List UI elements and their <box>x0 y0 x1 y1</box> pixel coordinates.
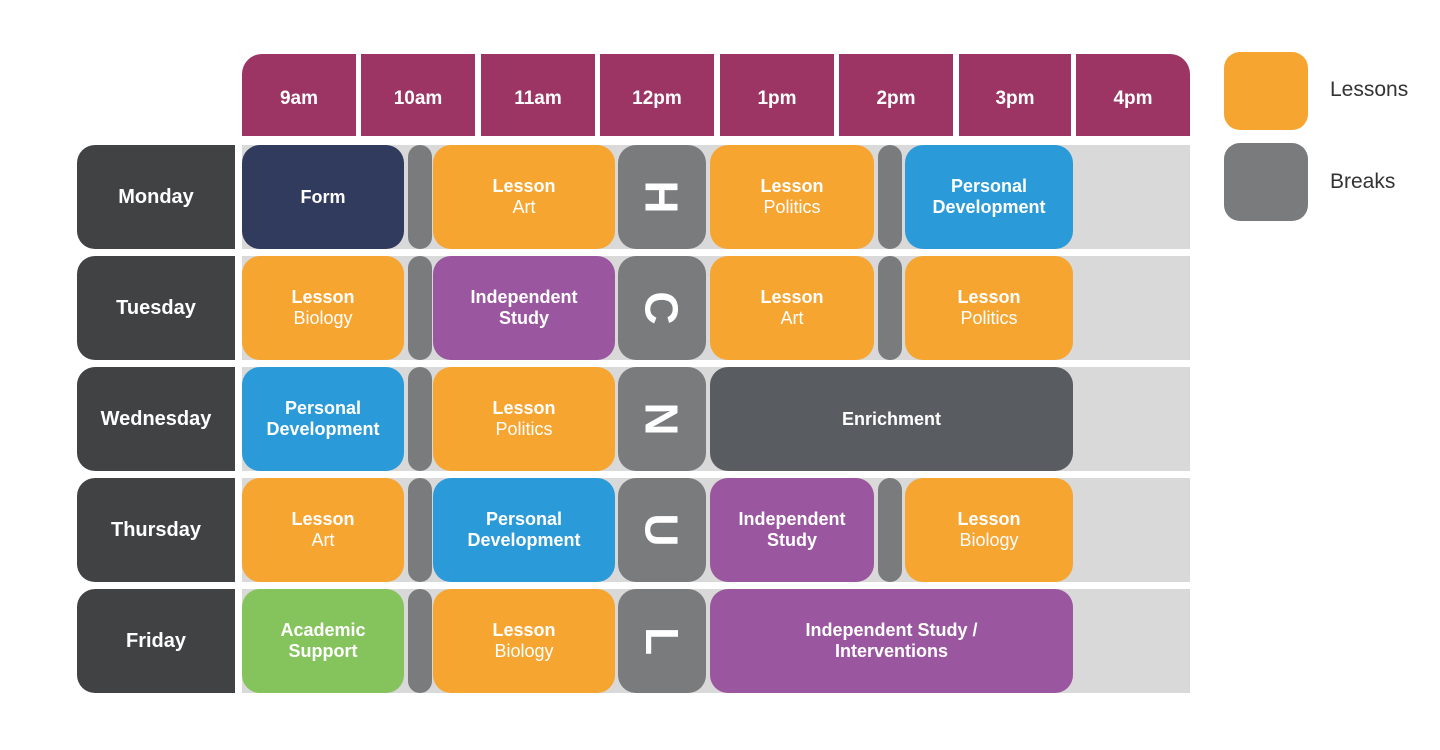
block-subtitle: Politics <box>495 419 553 439</box>
lunch-block: L <box>618 589 706 693</box>
lunch-letter: L <box>635 626 688 656</box>
block-title: Lesson <box>291 509 355 529</box>
block-subtitle: Study <box>498 308 549 328</box>
time-label: 3pm <box>995 88 1035 109</box>
block-subtitle: Politics <box>960 308 1018 328</box>
legend-swatch-breaks <box>1224 143 1308 221</box>
block-subtitle: Art <box>512 197 536 217</box>
time-label: 2pm <box>876 88 916 109</box>
block-title: Lesson <box>492 176 556 196</box>
block-subtitle: Development <box>266 419 380 439</box>
time-label: 1pm <box>757 88 797 109</box>
day-label-wednesday: Wednesday <box>77 367 235 471</box>
block-title: Personal <box>950 176 1028 196</box>
time-label: 4pm <box>1113 88 1153 109</box>
lunch-block: U <box>618 478 706 582</box>
time-header-5: 2pm <box>839 54 953 136</box>
time-header-3: 12pm <box>600 54 714 136</box>
block-title: Personal <box>284 398 362 418</box>
break-bar <box>408 256 432 360</box>
block-subtitle: Development <box>932 197 1046 217</box>
block-subtitle: Art <box>311 530 335 550</box>
block-title: Lesson <box>957 509 1021 529</box>
block-title: Lesson <box>760 287 824 307</box>
block-subtitle: Biology <box>494 641 554 661</box>
block-subtitle: Support <box>288 641 358 661</box>
block-title: Independent <box>738 509 846 529</box>
block-subtitle: Biology <box>293 308 353 328</box>
lunch-letter: H <box>635 180 688 214</box>
timetable-block: Independent Study /Interventions <box>710 589 1073 693</box>
lunch-block: H <box>618 145 706 249</box>
legend-swatch-lessons <box>1224 52 1308 130</box>
lunch-letter: U <box>635 513 688 547</box>
time-header-2: 11am <box>481 54 595 136</box>
time-header-6: 3pm <box>959 54 1071 136</box>
block-subtitle: Study <box>766 530 817 550</box>
timetable-block: Enrichment <box>710 367 1073 471</box>
block-title: Lesson <box>957 287 1021 307</box>
day-label-monday: Monday <box>77 145 235 249</box>
legend-label-breaks: Breaks <box>1330 170 1396 193</box>
block-subtitle: Biology <box>959 530 1019 550</box>
break-bar <box>408 478 432 582</box>
break-bar <box>878 256 902 360</box>
legend-label-lessons: Lessons <box>1330 78 1409 101</box>
block-title: Independent Study / <box>805 620 978 640</box>
time-header-4: 1pm <box>720 54 834 136</box>
block-subtitle: Development <box>467 530 581 550</box>
time-label: 9am <box>279 88 319 109</box>
day-label-thursday: Thursday <box>77 478 235 582</box>
block-title: Form <box>300 186 346 207</box>
timetable-block: Form <box>242 145 404 249</box>
time-header-0: 9am <box>242 54 356 136</box>
block-subtitle: Art <box>780 308 804 328</box>
block-title: Lesson <box>492 398 556 418</box>
day-label-tuesday: Tuesday <box>77 256 235 360</box>
lunch-block: C <box>618 256 706 360</box>
time-header-1: 10am <box>361 54 475 136</box>
break-bar <box>408 367 432 471</box>
break-bar <box>408 145 432 249</box>
block-title: Lesson <box>760 176 824 196</box>
block-title: Lesson <box>492 620 556 640</box>
block-title: Academic <box>280 620 366 640</box>
block-title: Independent <box>470 287 578 307</box>
break-bar <box>408 589 432 693</box>
block-title: Lesson <box>291 287 355 307</box>
time-header-7: 4pm <box>1076 54 1190 136</box>
time-label: 12pm <box>632 88 682 109</box>
lunch-letter: N <box>635 402 688 436</box>
break-bar <box>878 145 902 249</box>
block-title: Personal <box>485 509 563 529</box>
time-label: 10am <box>393 88 443 109</box>
time-label: 11am <box>514 88 562 109</box>
lunch-block: N <box>618 367 706 471</box>
lunch-letter: C <box>635 291 688 325</box>
day-label-friday: Friday <box>77 589 235 693</box>
block-subtitle: Politics <box>763 197 821 217</box>
break-bar <box>878 478 902 582</box>
block-title: Enrichment <box>841 408 942 429</box>
block-subtitle: Interventions <box>834 641 949 661</box>
